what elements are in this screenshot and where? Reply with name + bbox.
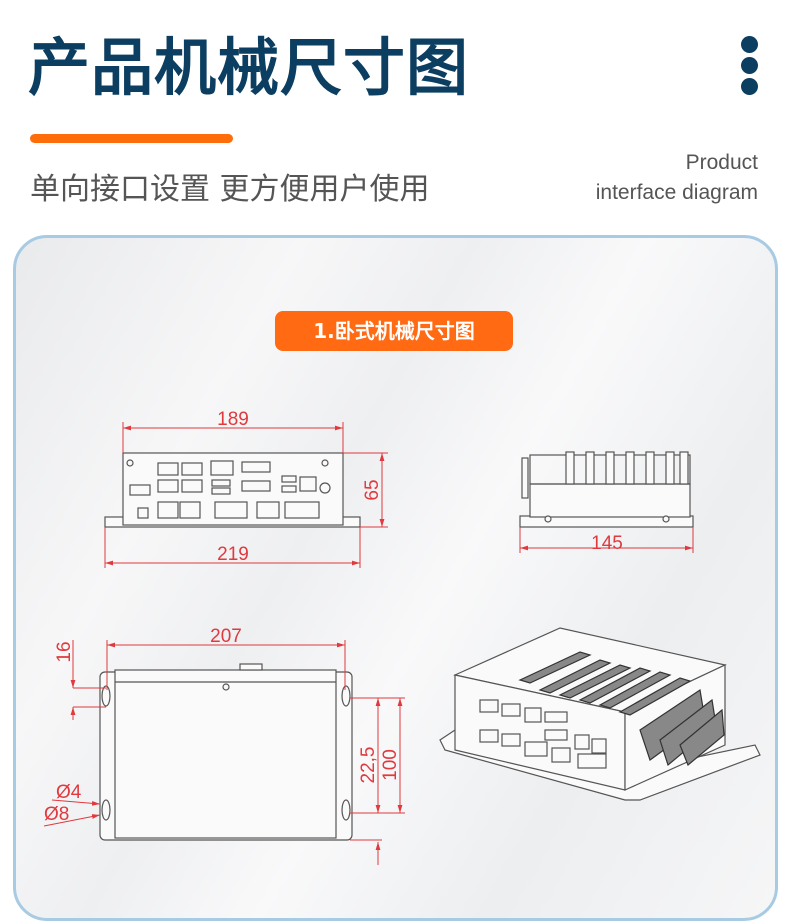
english-caption: Product interface diagram	[596, 148, 758, 208]
side-view	[519, 451, 694, 528]
accent-bar	[30, 134, 233, 143]
dim-hole-spacing-b: 100	[380, 749, 401, 781]
dim-hole-large: Ø8	[44, 804, 69, 825]
vertical-dots-icon[interactable]	[741, 36, 759, 99]
front-view	[104, 452, 361, 528]
dim-hole-offset: 16	[54, 641, 75, 662]
dim-hole-small: Ø4	[56, 782, 82, 803]
mechanical-drawings: 189 219 65 145 207 16 22,5 100 Ø4 Ø8	[43, 409, 761, 865]
english-line-2: interface diagram	[595, 181, 758, 204]
dim-top-width: 207	[210, 626, 242, 647]
dim-front-top-width: 189	[217, 409, 249, 430]
english-line-1: Product	[685, 151, 758, 174]
section-label: 1.卧式机械尺寸图	[275, 311, 513, 351]
page-title: 产品机械尺寸图	[28, 31, 470, 104]
top-view	[99, 663, 353, 841]
subtitle: 单向接口设置 更方便用户使用	[30, 172, 430, 207]
dim-front-base-width: 219	[217, 544, 249, 565]
dim-side-depth: 145	[591, 533, 623, 554]
dim-front-height: 65	[362, 479, 383, 500]
isometric-view	[439, 627, 761, 801]
dim-hole-spacing-a: 22,5	[358, 747, 379, 784]
